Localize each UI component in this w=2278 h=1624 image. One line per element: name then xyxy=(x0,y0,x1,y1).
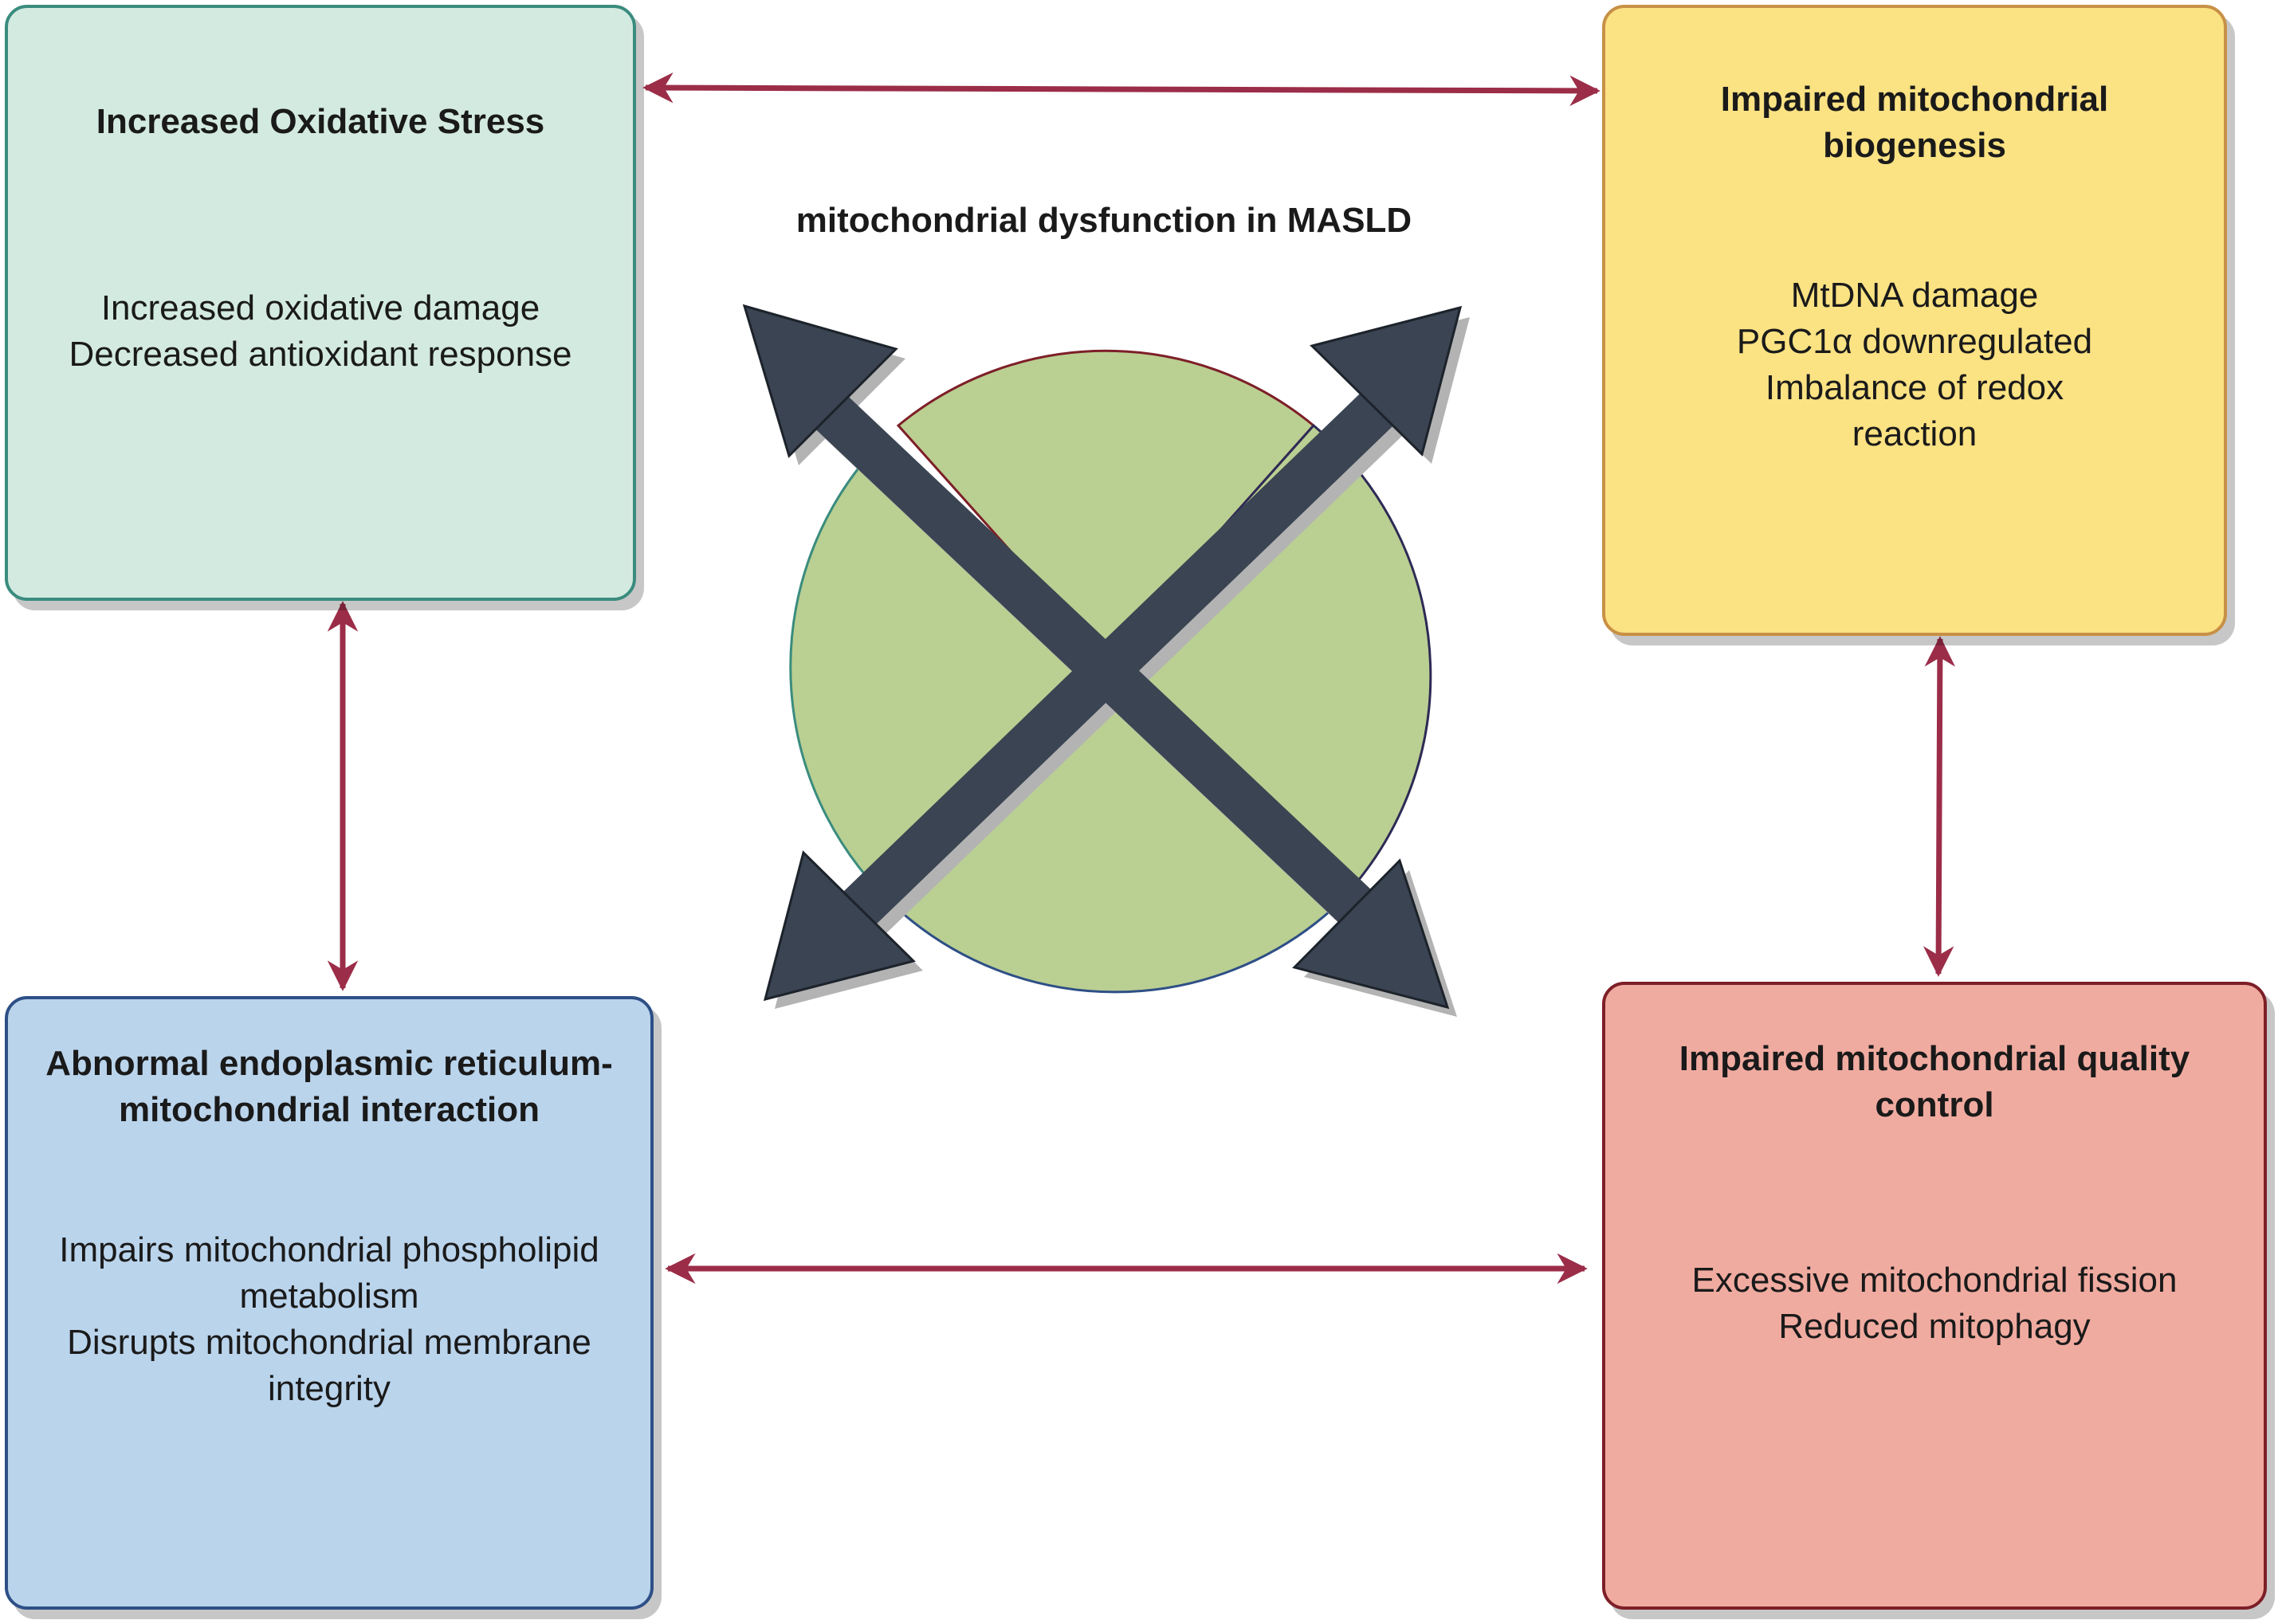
box-increased-oxidative-stress: Increased Oxidative Stress Increased oxi… xyxy=(5,5,636,601)
body-line: Impairs mitochondrial phospholipid xyxy=(59,1230,599,1269)
body-line: metabolism xyxy=(239,1277,419,1316)
box-body: Excessive mitochondrial fission Reduced … xyxy=(1613,1257,2256,1350)
box-title: Abnormal endoplasmic reticulum- mitochon… xyxy=(45,1044,613,1129)
body-line: PGC1α downregulated xyxy=(1736,322,2093,361)
box-impaired-mitochondrial-biogenesis: Impaired mitochondrial biogenesis MtDNA … xyxy=(1602,5,2227,636)
circle-quadrant-left xyxy=(789,455,1109,914)
box-body: Increased oxidative damage Decreased ant… xyxy=(16,285,625,378)
circle-quadrant-top xyxy=(896,349,1316,661)
connector-oxidative-biogenesis xyxy=(642,72,1600,107)
center-title: mitochondrial dysfunction in MASLD xyxy=(795,201,1412,240)
box-body: MtDNA damage PGC1α downregulated Imbalan… xyxy=(1613,273,2216,457)
connector-biogenesis-quality xyxy=(1923,636,1956,977)
box-body: Impairs mitochondrial phospholipid metab… xyxy=(16,1227,642,1412)
center-circle xyxy=(789,349,1432,994)
circle-quadrant-right xyxy=(1104,423,1432,914)
body-line: Reduced mitophagy xyxy=(1778,1307,2091,1346)
box-impaired-mitochondrial-quality-control: Impaired mitochondrial quality control E… xyxy=(1602,982,2267,1610)
body-line: Disrupts mitochondrial membrane xyxy=(67,1323,591,1362)
body-line: reaction xyxy=(1852,414,1978,453)
body-line: Decreased antioxidant response xyxy=(69,335,572,374)
circle-quadrant-bottom xyxy=(898,656,1332,994)
body-line: Excessive mitochondrial fission xyxy=(1691,1261,2178,1300)
box-abnormal-er-mitochondrial-interaction: Abnormal endoplasmic reticulum- mitochon… xyxy=(5,996,654,1610)
diagonal-arrow-topright-bottomleft xyxy=(763,305,1463,1002)
body-line: Increased oxidative damage xyxy=(100,288,540,328)
box-title: Impaired mitochondrial biogenesis xyxy=(1720,80,2109,165)
body-line: integrity xyxy=(267,1369,391,1408)
box-title: Impaired mitochondrial quality control xyxy=(1679,1039,2190,1124)
body-line: MtDNA damage xyxy=(1790,276,2039,315)
box-title: Increased Oxidative Stress xyxy=(96,102,545,141)
body-line: Imbalance of redox xyxy=(1765,368,2064,407)
